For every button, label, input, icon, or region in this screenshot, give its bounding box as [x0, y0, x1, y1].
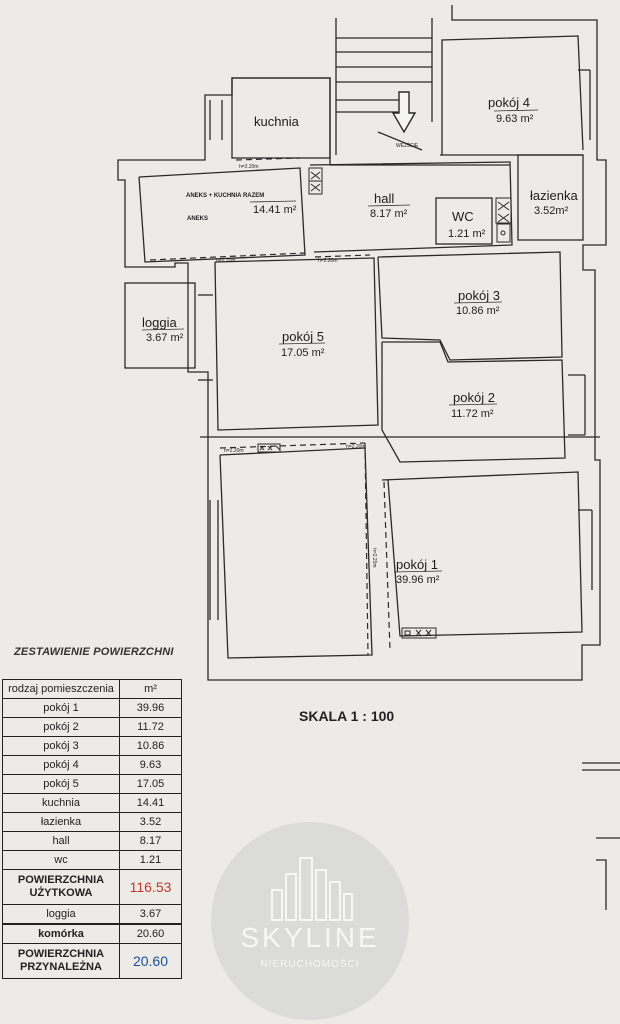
- row-name: komórka: [2, 923, 120, 944]
- room-caption-aneks: ANEKS + KUCHNIA RAZEM: [186, 193, 264, 199]
- room-area-pokoj4: 9.63 m²: [496, 113, 534, 125]
- room-outline-aneks: [138, 167, 306, 263]
- room-label-wc: WC: [452, 209, 474, 224]
- room-label-pokoj1: pokój 1: [396, 557, 438, 572]
- height-mark: h=2.20m: [216, 258, 236, 264]
- room-area-pokoj2: 11.72 m²: [451, 408, 494, 420]
- row-name: łazienka: [2, 812, 120, 832]
- room-outline-lazienka: [517, 154, 584, 241]
- row-value: 9.63: [119, 755, 182, 775]
- row-name: pokój 3: [2, 736, 120, 756]
- entrance-arrow-icon: [391, 91, 417, 134]
- room-label-pokoj5: pokój 5: [282, 329, 324, 344]
- row-name: hall: [2, 831, 120, 851]
- skyline-icon: [271, 857, 353, 921]
- dashed-height-lines: [149, 157, 391, 656]
- room-area-loggia: 3.67 m²: [146, 332, 184, 344]
- room-label-kuchnia: kuchnia: [254, 114, 300, 129]
- row-value: 39.96: [119, 698, 182, 718]
- room-label-pokoj2: pokój 2: [453, 390, 495, 405]
- ancillary-area-label-line1: POWIERZCHNIA: [17, 948, 105, 960]
- room-area-hall: 8.17 m²: [370, 208, 408, 220]
- logo-name: SKYLINE: [240, 922, 380, 953]
- height-mark: h=2.20m: [224, 448, 244, 454]
- row-name: loggia: [2, 904, 120, 925]
- row-value: 3.52: [119, 812, 182, 832]
- scale-label: SKALA 1 : 100: [299, 708, 395, 724]
- row-value: 14.41: [119, 793, 182, 813]
- entrance-label: WEJŚCIE: [396, 141, 419, 149]
- room-label-loggia: loggia: [142, 315, 177, 330]
- room-label-pokoj3: pokój 3: [458, 288, 500, 303]
- usable-area-label-line2: UŻYTKOWA: [29, 887, 93, 899]
- ancillary-area-label-line2: PRZYNALEŻNA: [20, 961, 102, 973]
- row-value: 10.86: [119, 736, 182, 756]
- room-outline-pokoj2: [381, 341, 566, 463]
- usable-area-value: 116.53: [119, 869, 182, 905]
- room-outline-loggia: [124, 282, 196, 369]
- column-header-room: rodzaj pomieszczenia: [2, 679, 120, 699]
- ancillary-area-value: 20.60: [119, 943, 182, 979]
- room-outline-wc: [435, 197, 493, 245]
- row-value: 20.60: [119, 923, 182, 944]
- row-name: pokój 2: [2, 717, 120, 737]
- room-outline-pokoj4: [441, 35, 584, 155]
- row-value: 17.05: [119, 774, 182, 794]
- room-area-pokoj5: 17.05 m²: [281, 347, 325, 359]
- room-outline-pokoj3: [377, 251, 563, 361]
- room-area-aneks: 14.41 m²: [253, 204, 297, 216]
- height-mark: h=2.20m: [239, 164, 259, 170]
- row-name: wc: [2, 850, 120, 870]
- row-value: 3.67: [119, 904, 182, 925]
- watermark-logo: SKYLINE NIERUCHOMOŚCI: [211, 822, 409, 1020]
- row-value: 8.17: [119, 831, 182, 851]
- room-area-wc: 1.21 m²: [448, 228, 486, 240]
- room-area-pokoj1: 39.96 m²: [396, 574, 440, 586]
- room-area-lazienka: 3.52m²: [534, 205, 569, 217]
- room-label-hall: hall: [374, 191, 394, 206]
- room-caption-aneks-2: ANEKS: [187, 216, 208, 222]
- logo-subtitle: NIERUCHOMOŚCI: [260, 959, 360, 970]
- table-header-row: rodzaj pomieszczenia m²: [2, 679, 182, 699]
- height-mark: h=2.20m: [318, 258, 338, 264]
- row-name: pokój 5: [2, 774, 120, 794]
- row-name: kuchnia: [2, 793, 120, 813]
- room-label-lazienka: łazienka: [530, 188, 578, 203]
- room-outline-pokoj5: [214, 257, 379, 431]
- grill-icon: [257, 167, 512, 639]
- room-area-pokoj3: 10.86 m²: [456, 305, 500, 317]
- row-value: 11.72: [119, 717, 182, 737]
- row-value: 1.21: [119, 850, 182, 870]
- summary-title: ZESTAWIENIE POWIERZCHNI: [14, 646, 174, 658]
- row-name: pokój 4: [2, 755, 120, 775]
- height-mark-vertical: h=2.20m: [371, 548, 377, 568]
- height-mark: h=2.20m: [346, 444, 366, 450]
- usable-area-label-line1: POWIERZCHNIA: [17, 874, 105, 886]
- row-name: pokój 1: [2, 698, 120, 718]
- staircase: [335, 18, 433, 155]
- room-label-pokoj4: pokój 4: [488, 95, 530, 110]
- column-header-unit: m²: [119, 679, 182, 699]
